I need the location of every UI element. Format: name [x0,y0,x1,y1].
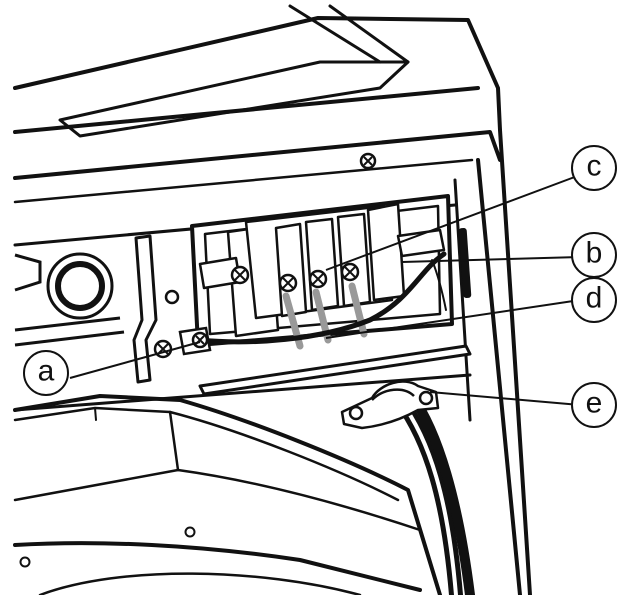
cabinet-top [13,4,502,204]
callout-c: c [571,145,617,191]
callout-b: b [571,232,617,278]
callout-lines [69,174,581,406]
terminal-screw-2-icon [308,269,328,289]
ground-wire [197,251,447,345]
strain-relief [340,380,440,430]
callout-a-label: a [38,355,55,388]
lid-screw-icon [359,152,377,170]
callout-e-label: e [586,387,603,420]
callout-b-label: b [586,237,603,270]
callout-d-label: d [586,282,603,315]
cabinet-hole-1 [184,526,196,538]
callout-c-label: c [587,150,602,183]
left-rail [132,234,158,384]
callout-d: d [571,277,617,323]
terminal-screw-1-icon [278,273,298,293]
terminal-screw-3-icon [340,262,360,282]
terminal-screw-left-icon [230,265,250,285]
callout-a: a [23,350,69,396]
cabinet-hole-2 [19,556,31,568]
mounting-hole [164,289,180,305]
callout-e: e [571,382,617,428]
terminal-screws [230,262,360,293]
lower-cabinet [13,394,442,595]
rear-vent-fitting [14,252,125,347]
rear-slot [198,344,472,396]
